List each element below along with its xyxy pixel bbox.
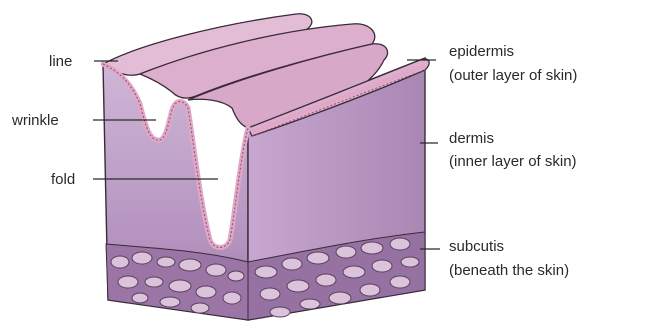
label-fold: fold bbox=[51, 171, 75, 188]
label-line: line bbox=[49, 53, 72, 70]
label-dermis: dermis bbox=[449, 130, 494, 147]
label-subcutis: subcutis bbox=[449, 238, 504, 255]
label-epidermis-desc: (outer layer of skin) bbox=[449, 67, 577, 84]
label-subcutis-desc: (beneath the skin) bbox=[449, 262, 569, 279]
label-dermis-desc: (inner layer of skin) bbox=[449, 153, 577, 170]
label-wrinkle: wrinkle bbox=[11, 112, 59, 129]
label-epidermis: epidermis bbox=[449, 43, 514, 60]
